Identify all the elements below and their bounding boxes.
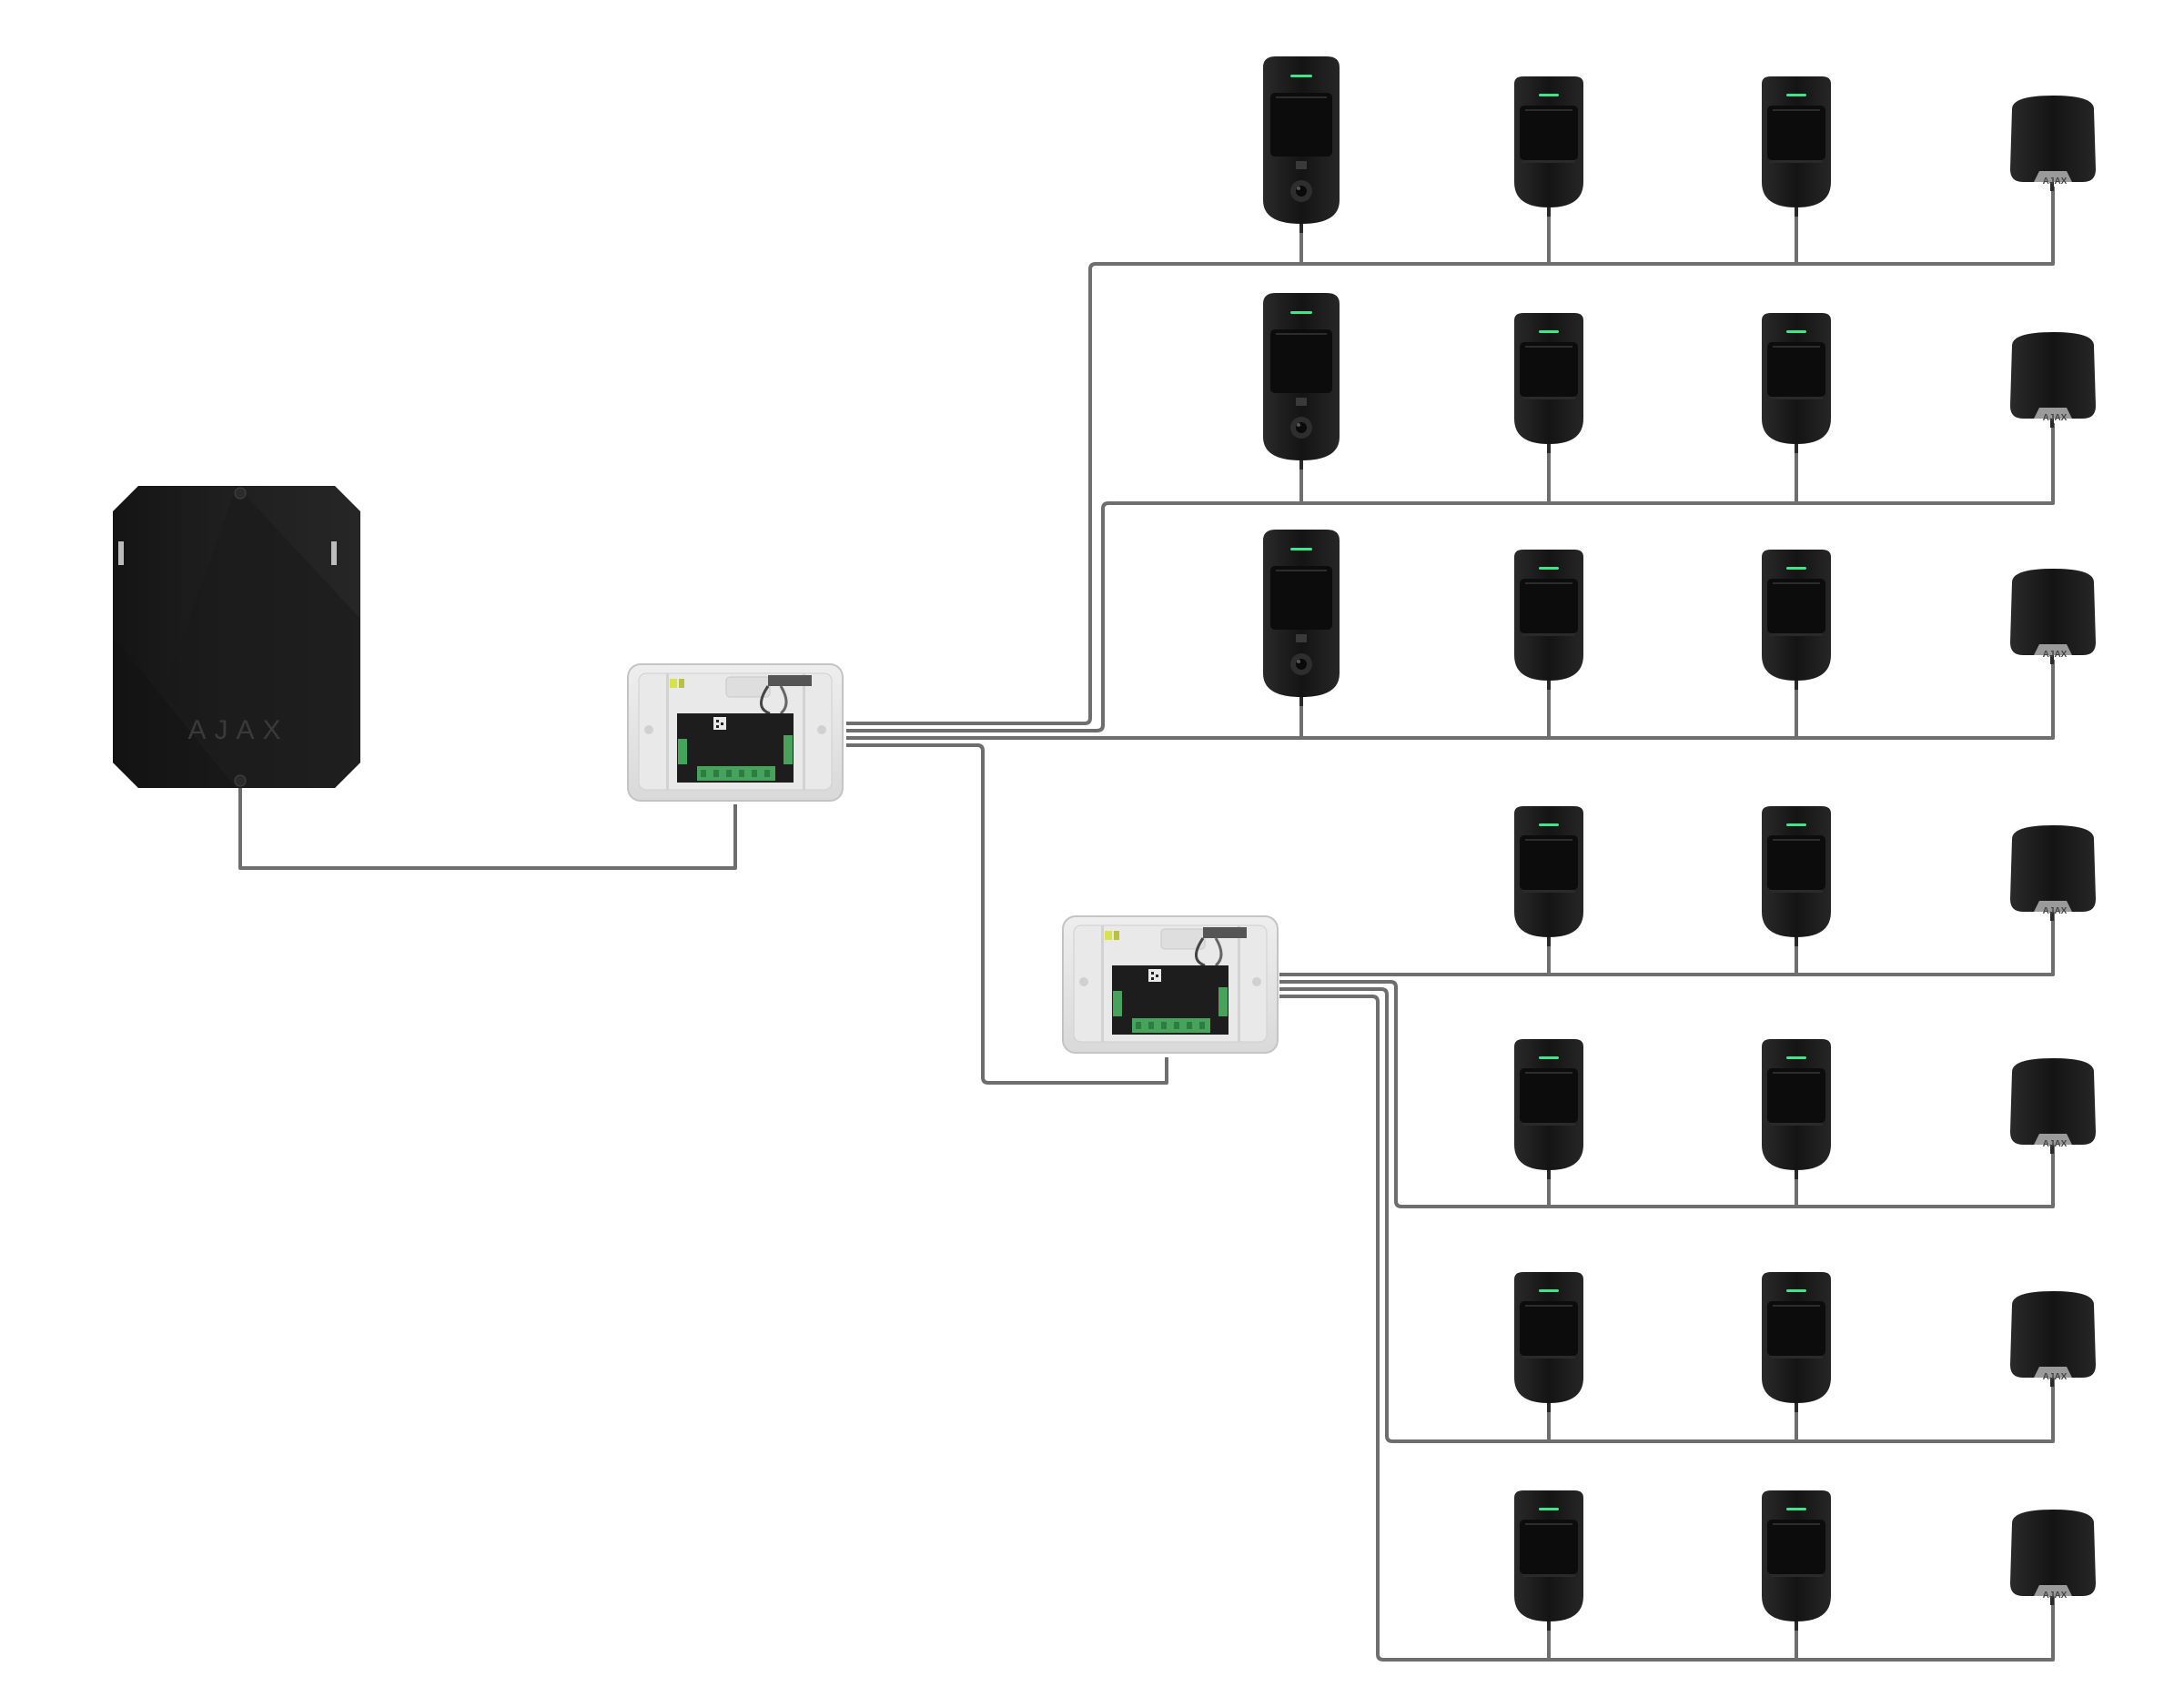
wire-row-5-bus: [1542, 1130, 2055, 1208]
siren-logo: AJAX: [2043, 1591, 2068, 1601]
wire-row-7-bus: [1542, 1583, 2055, 1662]
motion-detector: [1514, 1272, 1583, 1412]
motion-detector: [1514, 1490, 1583, 1631]
motion-detector: [1514, 76, 1583, 217]
device-grid: AJAX AJAX AJAX AJAX AJAX AJAX AJAX: [1263, 56, 2096, 1631]
wire-row-6-bus: [1542, 1365, 2055, 1443]
module-2: [1061, 914, 1279, 1055]
wire-module-2-out-3: [1279, 987, 1542, 1443]
motion-detector: [1762, 76, 1831, 217]
siren-logo: AJAX: [2043, 1372, 2068, 1382]
motion-detector: [1514, 1039, 1583, 1179]
wire-module-1-to-module-2: [846, 743, 1168, 1085]
motion-camera-detector: [1263, 293, 1340, 470]
wire-row-2-bus: [1301, 423, 2055, 505]
motion-detector: [1762, 550, 1831, 690]
motion-camera-detector: [1263, 530, 1340, 706]
wire-module-2-out-4: [1279, 995, 1542, 1662]
motion-detector: [1762, 806, 1831, 946]
wire-row-3-bus: [1301, 660, 2055, 740]
motion-detector: [1514, 313, 1583, 453]
motion-detector: [1762, 313, 1831, 453]
wire-module-1-out-2: [846, 501, 1301, 732]
motion-detector: [1514, 550, 1583, 690]
wire-row-4-bus: [1542, 896, 2055, 976]
motion-detector: [1762, 1039, 1831, 1179]
module-1: [626, 662, 844, 803]
siren-logo: AJAX: [2043, 906, 2068, 916]
motion-detector: [1762, 1272, 1831, 1412]
motion-camera-detector: [1263, 56, 1340, 233]
wire-module-2-out-2: [1279, 980, 1542, 1208]
siren-logo: AJAX: [2043, 177, 2068, 187]
motion-detector: [1514, 806, 1583, 946]
siren-logo: AJAX: [2043, 650, 2068, 660]
siren-logo: AJAX: [2043, 1139, 2068, 1149]
wire-row-1-bus: [1301, 187, 2055, 266]
wiring: [238, 187, 2055, 1662]
motion-detector: [1762, 1490, 1831, 1631]
wire-hub-to-module-1: [238, 786, 737, 870]
hub-device: AJAX: [113, 486, 360, 788]
wire-module-1-out-1: [846, 262, 1301, 725]
hub-logo: AJAX: [187, 715, 288, 745]
siren-logo: AJAX: [2043, 413, 2068, 423]
